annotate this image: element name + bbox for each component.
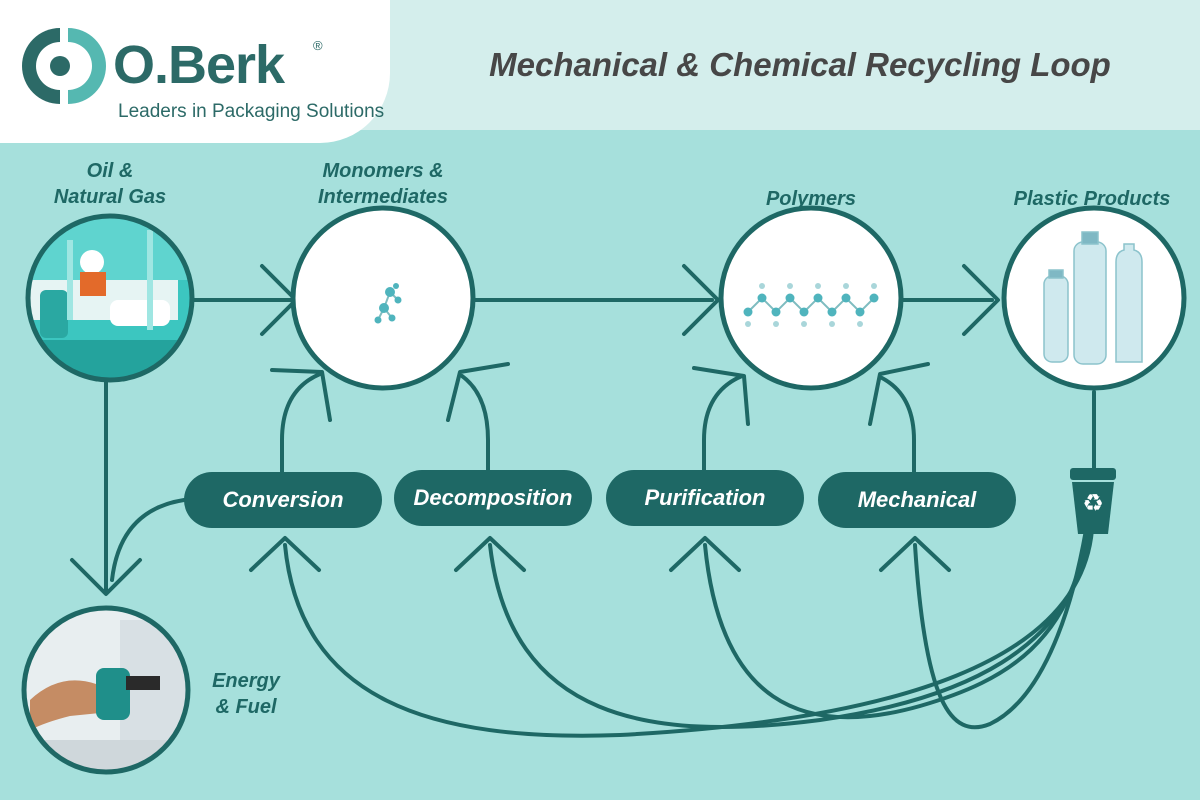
arrowhead-loop-purification: [669, 536, 741, 572]
connector-mechanical-up: [880, 376, 916, 474]
arrowhead-decomposition-up: [446, 362, 510, 422]
brand-tagline: Leaders in Packaging Solutions: [118, 101, 385, 122]
monomers-node: [290, 205, 476, 391]
decomposition-pill: Decomposition: [394, 470, 592, 526]
arrowhead-purification-up: [692, 366, 750, 426]
loop-bin-to-conversion: [283, 528, 1094, 738]
oil-gas-label-line2: Natural Gas: [53, 186, 167, 208]
energy-fuel-image: [21, 605, 191, 775]
plastic-products-image: [1001, 205, 1187, 391]
oil-gas-label-line1: Oil &: [86, 160, 134, 182]
connector-purification-up: [702, 374, 744, 474]
arrowhead-loop-mechanical: [879, 536, 951, 572]
plastic-products-label: Plastic Products: [1013, 188, 1171, 210]
obrk-logo-mark: [22, 24, 106, 108]
oil-gas-image: [25, 213, 195, 383]
connector-conversion-to-energy: [110, 498, 186, 582]
energy-fuel-label-line2: & Fuel: [215, 696, 277, 718]
monomers-label: Monomers & Intermediates: [283, 158, 483, 210]
loop-bin-to-decomposition: [488, 528, 1092, 729]
recycle-symbol-icon: ♻: [1082, 489, 1104, 517]
arrowhead-mechanical-up: [868, 362, 930, 426]
monomers-label-line2: Intermediates: [317, 186, 449, 208]
diagram-title: Mechanical & Chemical Recycling Loop: [489, 46, 1111, 83]
energy-fuel-label-line1: Energy: [212, 670, 280, 692]
recycle-bin-icon: [1070, 468, 1116, 534]
oil-gas-label: Oil & Natural Gas: [20, 158, 200, 210]
purification-pill: Purification: [606, 470, 804, 526]
monomers-label-line1: Monomers &: [322, 160, 444, 182]
arrowhead-loop-decomposition: [454, 536, 526, 572]
brand-name: O.Berk: [113, 35, 285, 95]
arrowhead-to-energy: [70, 558, 142, 596]
arrowhead-to-products: [962, 264, 1000, 336]
arrowhead-conversion-up: [270, 368, 332, 422]
registered-mark: ®: [313, 38, 323, 53]
connector-conversion-up: [280, 372, 322, 474]
loop-bin-to-mechanical: [913, 528, 1088, 730]
arrowhead-loop-conversion: [249, 536, 321, 572]
mechanical-pill: Mechanical: [818, 472, 1016, 528]
polymers-node: [718, 205, 904, 391]
connector-decomposition-up: [460, 374, 490, 474]
logo-panel: O.Berk ® Leaders in Packaging Solutions: [0, 0, 390, 143]
conversion-pill: Conversion: [184, 472, 382, 528]
loop-bin-to-purification: [703, 528, 1090, 720]
energy-fuel-label: Energy & Fuel: [196, 668, 296, 720]
arrowhead-to-polymers: [682, 264, 720, 336]
polymers-label: Polymers: [765, 188, 857, 210]
